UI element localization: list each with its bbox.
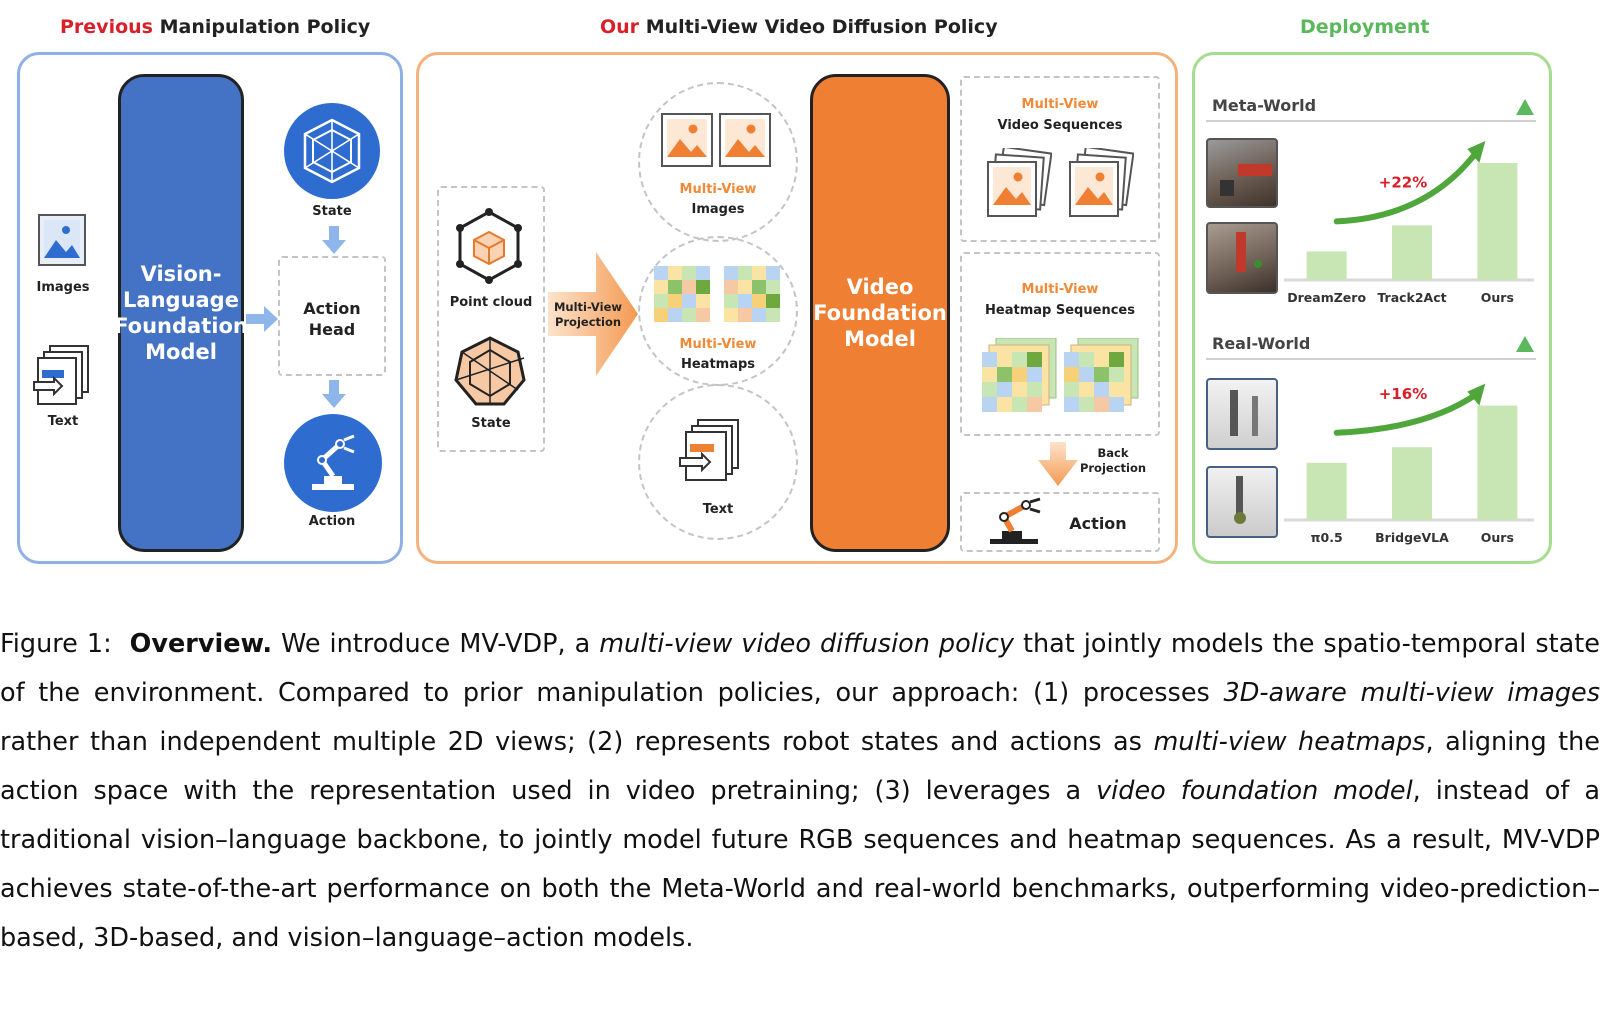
middle-state-label: State <box>471 416 511 431</box>
mv-images-label-top: Multi-View <box>679 182 757 197</box>
improvement-label: +16% <box>1379 385 1427 403</box>
improvement-label: +22% <box>1379 173 1427 191</box>
meta-world-thumbnail-1 <box>1206 138 1278 208</box>
arrow-down-icon <box>322 380 346 408</box>
heatmap-seq-label-bottom: Heatmap Sequences <box>985 303 1135 318</box>
heatmap-icon <box>724 266 782 324</box>
meta-world-thumbnail-2 <box>1206 222 1278 294</box>
chart-bar <box>1306 251 1347 280</box>
chart-tick-label: Track2Act <box>1377 290 1446 305</box>
object-shape <box>1234 512 1246 524</box>
meta-world-chart: DreamZero Track2Act Ours +22% <box>1284 141 1534 305</box>
robot-arm-icon <box>284 414 382 512</box>
left-text-label: Text <box>47 414 79 429</box>
previous-policy-title: Previous Manipulation Policy <box>60 16 371 38</box>
left-images-label: Images <box>36 280 90 295</box>
chart-tick-label: Ours <box>1481 290 1514 305</box>
our-policy-title: Our Multi-View Video Diffusion Policy <box>600 16 998 38</box>
projection-label: Multi-View Projection <box>553 300 622 329</box>
mv-heatmaps-label-bottom: Heatmaps <box>680 357 756 372</box>
real-world-thumbnail-2 <box>1206 466 1278 538</box>
left-state-label: State <box>312 204 352 219</box>
heatmap-stack-icon <box>1064 337 1140 414</box>
back-projection-label: Back Projection <box>1079 446 1147 475</box>
image-icon <box>718 112 772 168</box>
deployment-panel <box>1192 52 1552 564</box>
robot-arm-shape <box>1230 390 1238 436</box>
real-world-title: Real-World <box>1212 334 1311 353</box>
deployment-title: Deployment <box>1300 16 1430 38</box>
chart-bar <box>1306 462 1347 520</box>
our-policy-panel <box>416 52 1178 564</box>
back-projection-arrow-icon <box>1038 442 1078 486</box>
chart-bar <box>1392 447 1432 520</box>
arrowhead-icon <box>1467 141 1486 163</box>
robot-arm-icon <box>988 497 1050 547</box>
projection-arrow-icon <box>548 252 638 376</box>
image-stack-icon <box>1066 145 1135 222</box>
up-triangle-icon <box>1516 336 1534 352</box>
point-cloud-icon <box>448 206 530 288</box>
heatmap-seq-label-top: Multi-View <box>1021 282 1099 297</box>
figure-caption: Figure 1: Overview. We introduce MV-VDP,… <box>0 629 1600 953</box>
real-world-chart: π0.5 BridgeVLA Ours +16% <box>1284 383 1534 545</box>
arrow-right-icon <box>246 306 278 332</box>
meta-world-divider <box>1206 120 1536 122</box>
action-head-label: Action Head <box>303 299 361 339</box>
action-head-box <box>278 256 386 376</box>
document-icon <box>678 418 744 484</box>
input-3d-box <box>437 186 545 452</box>
middle-text-label: Text <box>702 502 734 517</box>
state-polyhedron-icon <box>452 334 528 410</box>
improvement-arrow <box>1333 390 1481 436</box>
heatmap-stack-icon <box>982 337 1058 414</box>
real-world-thumbnail-1 <box>1206 378 1278 450</box>
improvement-arrow <box>1333 148 1481 225</box>
arrowhead-icon <box>1467 383 1486 406</box>
chart-bar <box>1477 163 1518 280</box>
document-icon <box>32 344 94 406</box>
state-icon <box>284 103 380 199</box>
up-triangle-icon <box>1516 99 1534 115</box>
mv-heatmaps-label-top: Multi-View <box>679 337 757 352</box>
mv-images-label-bottom: Images <box>691 202 745 217</box>
robot-arm-shape <box>1236 232 1246 272</box>
action-output-box <box>960 492 1160 552</box>
middle-action-label: Action <box>1069 514 1127 533</box>
previous-policy-panel <box>17 52 403 564</box>
point-cloud-label: Point cloud <box>449 295 533 310</box>
caption-lead: Overview. <box>129 629 273 659</box>
object-shape <box>1220 180 1234 196</box>
robot-arm-shape <box>1236 476 1243 520</box>
video-sequences-box <box>960 76 1160 242</box>
text-input-group <box>638 384 798 540</box>
chart-tick-label: Ours <box>1481 530 1514 545</box>
real-world-divider <box>1206 358 1536 360</box>
chart-tick-label: π0.5 <box>1311 530 1343 545</box>
video-seq-label-bottom: Video Sequences <box>997 118 1123 133</box>
meta-world-title: Meta-World <box>1212 96 1317 115</box>
object-shape <box>1254 260 1262 268</box>
video-seq-label-top: Multi-View <box>1021 97 1099 112</box>
video-foundation-model: Video Foundation Model <box>810 74 950 552</box>
image-icon <box>36 212 88 268</box>
arrow-down-icon <box>322 226 346 254</box>
heatmap-sequences-box <box>960 252 1160 436</box>
left-action-label: Action <box>308 514 356 529</box>
vision-language-foundation-model: Vision-Language Foundation Model <box>114 74 248 552</box>
robot-arm-shape <box>1238 164 1272 176</box>
robot-arm-shape <box>1252 396 1258 436</box>
chart-bar <box>1477 405 1518 520</box>
chart-tick-label: DreamZero <box>1287 290 1366 305</box>
image-stack-icon <box>984 145 1053 222</box>
image-icon <box>660 112 714 168</box>
heatmap-icon <box>654 266 712 324</box>
chart-tick-label: BridgeVLA <box>1375 530 1449 545</box>
chart-bar <box>1392 225 1432 280</box>
